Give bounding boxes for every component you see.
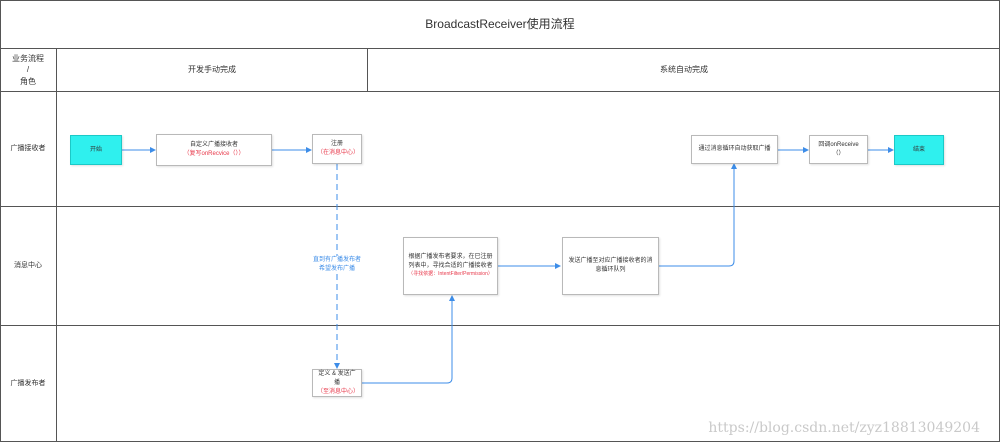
node-define-send[interactable]: 定义 & 发送广播 （至消息中心） — [312, 369, 362, 397]
corner-line-role: 角色 — [20, 76, 36, 86]
lane-label-publisher: 广播发布者 — [10, 379, 46, 387]
node-start[interactable]: 开始 — [70, 135, 122, 165]
node-callback[interactable]: 回调onReceive（） — [809, 135, 868, 164]
node-find-receivers-note: （寻找依据：IntentFilter/Permission） — [408, 271, 493, 278]
node-register[interactable]: 注册 （在消息中心） — [312, 134, 362, 164]
node-callback-label: 回调onReceive（） — [818, 141, 859, 157]
edge-label-wait-broadcast: 直到有广播发布者希望发布广播 — [312, 256, 362, 274]
phase-sys-header: 系统自动完成 — [660, 65, 708, 74]
corner-header: 业务流程 / 角色 — [0, 49, 56, 91]
node-loop-get[interactable]: 通过消息循环自动获取广播 — [691, 135, 778, 164]
node-register-note: （在消息中心） — [317, 150, 360, 156]
phase-dev-header: 开发手动完成 — [188, 65, 236, 74]
node-define-send-label: 定义 & 发送广播 — [318, 370, 356, 386]
lane-label-receiver: 广播接收者 — [10, 144, 46, 152]
node-find-receivers[interactable]: 根据广播发布者要求，在已注册列表中，寻找合适的广播接收者 （寻找依据：Inten… — [403, 237, 498, 295]
lane-label-message-center: 消息中心 — [14, 261, 42, 269]
node-send-queue[interactable]: 发送广播至对应广播接收者的消息循环队列 — [562, 237, 659, 295]
node-end[interactable]: 结束 — [894, 135, 944, 165]
node-send-queue-label: 发送广播至对应广播接收者的消息循环队列 — [568, 258, 653, 273]
node-custom-receiver[interactable]: 自定义广播接收者 （复写onRecvice（）） — [156, 134, 272, 166]
node-define-send-note: （至消息中心） — [317, 388, 360, 395]
corner-line-process: 业务流程 — [12, 54, 44, 64]
watermark-url: https://blog.csdn.net/zyz18813049204 — [708, 420, 980, 436]
corner-line-slash: / — [26, 65, 30, 75]
node-register-label: 注册 — [330, 141, 343, 147]
node-custom-receiver-note: （复写onRecvice（）） — [183, 151, 245, 157]
connectors — [122, 147, 894, 384]
diagram-title: BroadcastReceiver使用流程 — [425, 17, 575, 31]
node-start-label: 开始 — [89, 146, 102, 153]
node-custom-receiver-label: 自定义广播接收者 — [189, 142, 238, 148]
edge-define-to-find — [362, 295, 455, 384]
edge-send-to-loop — [659, 163, 737, 267]
node-loop-get-label: 通过消息循环自动获取广播 — [698, 146, 771, 152]
node-end-label: 结束 — [912, 146, 925, 153]
node-find-receivers-label: 根据广播发布者要求，在已注册列表中，寻找合适的广播接收者 — [408, 254, 493, 270]
